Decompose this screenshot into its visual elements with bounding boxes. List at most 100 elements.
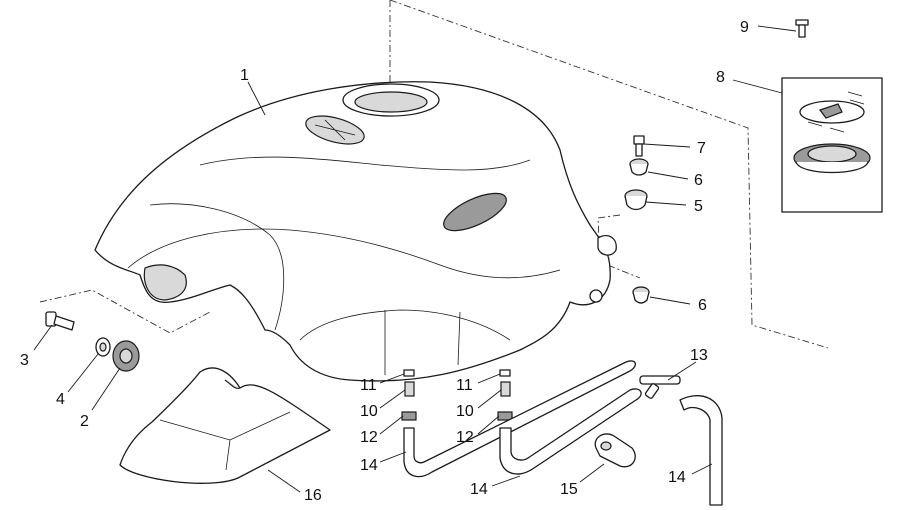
tank-filler-opening	[354, 91, 428, 113]
tank-rear-mount	[597, 235, 617, 256]
leader-4	[67, 353, 99, 393]
leader-11-left	[379, 373, 405, 384]
callout-6-upper: 6	[694, 172, 703, 189]
callout-4: 4	[56, 391, 65, 408]
screw-shank	[798, 24, 806, 38]
callout-16: 16	[304, 487, 322, 504]
callout-7: 7	[697, 140, 706, 157]
tank-underside-ribs	[384, 310, 461, 375]
bolt-7-shank	[635, 143, 643, 157]
bolt-7-head	[633, 135, 645, 145]
callout-11-left: 11	[360, 377, 377, 394]
callout-10-left: 10	[360, 403, 378, 420]
fuel-cap-screw	[795, 19, 809, 38]
bolt-7	[633, 135, 645, 157]
leader-11-right	[477, 373, 501, 384]
callout-12-right: 12	[456, 429, 474, 446]
leader-15	[579, 463, 605, 483]
spigot-10-right	[500, 381, 511, 397]
leader-10-right	[477, 389, 502, 409]
spigot-10-left	[404, 381, 415, 397]
leader-9	[757, 25, 797, 32]
grommet-5-body	[624, 195, 648, 211]
t-connector-13	[639, 375, 681, 399]
callout-12-left: 12	[360, 429, 378, 446]
leader-12-right	[477, 415, 500, 435]
eagle-emblem-detail	[314, 119, 356, 141]
tank-crease-top	[199, 156, 531, 171]
bushing-6-upper	[629, 158, 649, 176]
fuel-tank	[94, 81, 617, 382]
bushing-6-lower-body	[632, 291, 650, 304]
callout-9: 9	[740, 19, 749, 36]
fuel-hose-14-right	[679, 395, 723, 506]
fuel-hose-14-left	[403, 360, 636, 478]
heat-shield-pad	[119, 367, 331, 484]
leader-6-lower	[649, 296, 691, 305]
bushing-6-upper-body	[629, 163, 649, 176]
fuel-cap-assembly	[793, 91, 871, 174]
bushing-6-lower	[632, 286, 650, 304]
callout-13: 13	[690, 347, 708, 364]
callout-14-left: 14	[360, 457, 378, 474]
callout-14-right: 14	[668, 469, 686, 486]
assembly-line-grommet	[597, 214, 641, 279]
hose-clip-15	[594, 433, 636, 468]
t-connector-body	[639, 375, 681, 385]
callout-3: 3	[20, 352, 29, 369]
leader-10-left	[379, 389, 406, 409]
tank-left-recess	[143, 264, 187, 301]
washer-4-hole	[99, 342, 107, 352]
grommet-5	[624, 189, 648, 211]
clip-11-left	[403, 369, 415, 377]
callout-10-right: 10	[456, 403, 474, 420]
leader-14-left	[379, 451, 407, 463]
bolt-3	[45, 311, 75, 331]
callout-5: 5	[694, 198, 703, 215]
clip-11-right	[499, 369, 511, 377]
hose-fitting-right	[497, 369, 513, 421]
callout-6-lower: 6	[698, 297, 707, 314]
t-connector-branch	[644, 383, 660, 399]
callout-2: 2	[80, 413, 89, 430]
tank-crease-left	[149, 203, 285, 331]
brand-badge-icon	[443, 192, 507, 232]
leader-2	[91, 367, 121, 411]
callout-14-middle: 14	[470, 481, 488, 498]
hose-clip-hole	[600, 441, 612, 451]
leader-6-upper	[647, 171, 689, 180]
leader-12-left	[379, 415, 404, 435]
leader-13	[667, 361, 697, 381]
tank-rear-lug	[589, 289, 603, 303]
callout-1: 1	[240, 67, 249, 84]
hose-fitting-left	[401, 369, 417, 421]
heat-shield-notch	[224, 379, 241, 390]
leader-14-right	[691, 463, 713, 475]
leader-3	[33, 324, 53, 351]
fuel-cap-latch	[819, 103, 843, 119]
bolt-3-shank	[53, 315, 75, 331]
assembly-line-bolt	[39, 289, 211, 334]
leader-16	[267, 469, 301, 493]
clamp-12-right	[497, 411, 513, 421]
fuel-cap-base-opening	[807, 145, 857, 163]
assembly-line-cap	[389, 0, 829, 349]
screw-head	[795, 19, 809, 26]
fuel-hose-14-middle	[499, 388, 642, 475]
callout-15: 15	[560, 481, 578, 498]
tank-crease-lower	[127, 228, 561, 279]
callout-8: 8	[716, 69, 725, 86]
leader-14-middle	[491, 475, 521, 487]
hose-clip-body	[594, 433, 636, 468]
leader-8	[732, 79, 783, 94]
leader-7	[643, 143, 691, 148]
heat-shield-fold-lines	[159, 411, 291, 471]
tank-crease-bottom	[299, 309, 511, 341]
callout-11-right: 11	[456, 377, 473, 394]
leader-5	[645, 201, 687, 206]
clamp-12-left	[401, 411, 417, 421]
fuel-cap-base-teeth	[795, 161, 869, 174]
leader-1	[247, 81, 266, 116]
